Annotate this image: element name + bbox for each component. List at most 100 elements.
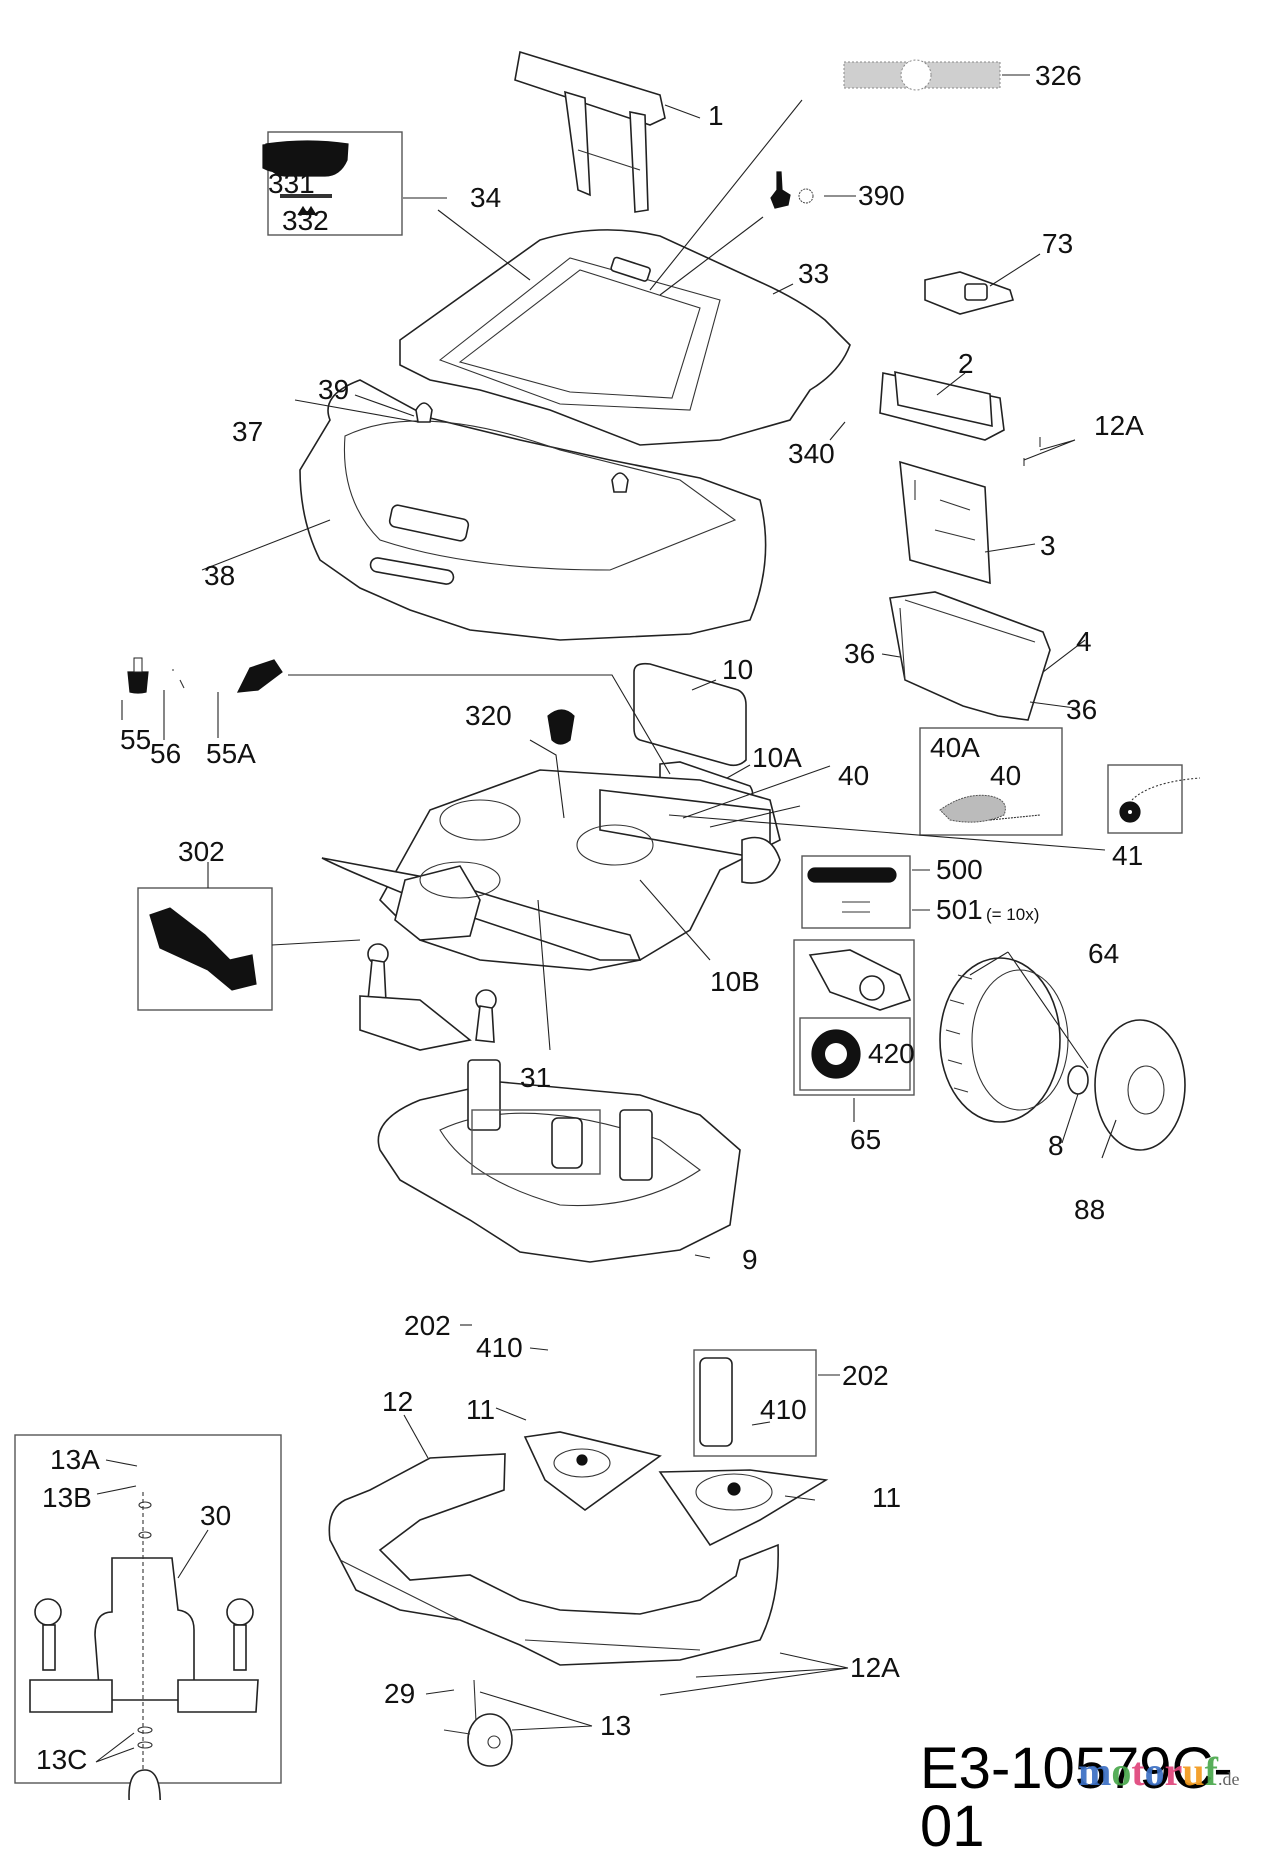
callout-37: 37 <box>232 416 264 447</box>
callout-340: 340 <box>788 438 835 469</box>
callout-73: 73 <box>1042 228 1074 259</box>
parts-diagram <box>14 50 1201 1800</box>
part-55-knob <box>127 657 149 694</box>
part-55A-spring <box>236 659 283 693</box>
callout-64: 64 <box>1088 938 1120 969</box>
part-331-332-display <box>262 140 349 216</box>
part-40-net <box>939 794 1041 823</box>
callout-8: 8 <box>1048 1130 1064 1161</box>
callout-500: 500 <box>936 854 983 885</box>
part-56-pin <box>172 669 185 689</box>
callout-302: 302 <box>178 836 225 867</box>
watermark-letter: u <box>1182 1749 1205 1794</box>
callout-2: 2 <box>958 348 974 379</box>
watermark-letter: f <box>1204 1749 1218 1794</box>
part-12A-screws-upper <box>1023 437 1041 466</box>
callout-11-left: 11 <box>466 1394 496 1425</box>
part-2-cover <box>879 370 1005 441</box>
part-326-label <box>843 59 1001 91</box>
part-12-bumper <box>328 1453 779 1666</box>
callout-320: 320 <box>465 700 512 731</box>
callout-11-right: 11 <box>872 1482 902 1513</box>
part-500-pin <box>807 867 897 883</box>
kit-box-plug <box>1107 764 1183 834</box>
watermark-logo: motoruf.de <box>1078 1752 1240 1799</box>
kit-box-202-left <box>471 1109 601 1175</box>
part-410-motor-right <box>699 1357 733 1447</box>
callout-13A: 13A <box>50 1444 100 1475</box>
part-13-caster-wheel <box>443 1679 513 1767</box>
watermark-letter: o <box>1111 1749 1132 1794</box>
part-11-blade-right <box>658 1469 829 1547</box>
callout-3: 3 <box>1040 530 1056 561</box>
callout-55A: 55A <box>206 738 256 769</box>
callout-41: 41 <box>1112 840 1144 871</box>
part-8-hub <box>1067 1065 1089 1095</box>
callout-1: 1 <box>708 100 724 131</box>
part-420-gasket <box>811 1029 861 1079</box>
callout-12A-lower: 12A <box>850 1652 900 1683</box>
callout-4: 4 <box>1076 626 1092 657</box>
part-10-battery <box>633 662 747 767</box>
part-33-top-cover <box>399 229 851 446</box>
callout-40-net: 40 <box>990 760 1022 791</box>
callout-13: 13 <box>600 1710 632 1741</box>
part-1-handle <box>514 50 666 213</box>
part-3-board <box>899 460 991 585</box>
kit-box-202-right <box>693 1349 817 1457</box>
callout-36-right: 36 <box>1066 694 1098 725</box>
kit-box-40 <box>919 727 1063 836</box>
part-320-cap <box>547 709 575 745</box>
callout-10: 10 <box>722 654 754 685</box>
callout-55: 55 <box>120 724 152 755</box>
kit-box-500-501 <box>801 855 911 929</box>
callout-33: 33 <box>798 258 830 289</box>
callout-410-left: 410 <box>476 1332 523 1363</box>
callout-332: 332 <box>282 205 329 236</box>
part-88-wheel-cap <box>1094 1019 1186 1151</box>
callout-40A: 40A <box>930 732 980 763</box>
callout-65: 65 <box>850 1124 882 1155</box>
watermark-letter: m <box>1078 1749 1112 1794</box>
part-302-sensor <box>149 907 257 991</box>
callout-36-left: 36 <box>844 638 876 669</box>
watermark-letter: r <box>1164 1749 1183 1794</box>
callout-326: 326 <box>1035 60 1082 91</box>
part-65-drive-motor <box>808 949 912 1011</box>
callout-39: 39 <box>318 374 350 405</box>
part-9-motor-plate <box>377 1059 741 1263</box>
callout-501: 501 <box>936 894 983 925</box>
callout-29: 29 <box>384 1678 416 1709</box>
part-410-motor-left <box>551 1117 583 1169</box>
callout-31: 31 <box>520 1062 552 1093</box>
part-501-clips <box>842 901 870 913</box>
callout-390: 390 <box>858 180 905 211</box>
callout-56: 56 <box>150 738 182 769</box>
part-30-caster-assembly <box>29 1492 259 1800</box>
part-11-blade-left <box>523 1431 662 1511</box>
callout-202-right: 202 <box>842 1360 889 1391</box>
callout-40-chassis: 40 <box>838 760 870 791</box>
part-37-lower-cover <box>299 379 767 641</box>
callout-9: 9 <box>742 1244 758 1275</box>
callout-331: 331 <box>268 168 315 199</box>
part-64-wheel <box>939 957 1069 1123</box>
kit-box-420 <box>799 1017 911 1091</box>
callout-420: 420 <box>868 1038 915 1069</box>
kit-box-65 <box>793 939 915 1096</box>
callout-34: 34 <box>470 182 502 213</box>
quantity-note-501: (= 10x) <box>986 905 1040 924</box>
part-plug <box>1119 777 1201 823</box>
watermark-tld: .de <box>1218 1769 1240 1789</box>
callout-202-left: 202 <box>404 1310 451 1341</box>
callout-10A: 10A <box>752 742 802 773</box>
callout-13B: 13B <box>42 1482 92 1513</box>
part-31-chassis <box>321 769 781 1051</box>
watermark-letter: t <box>1131 1749 1145 1794</box>
part-73-switch <box>924 271 1015 315</box>
part-390-screw <box>770 171 814 209</box>
part-4-battery-housing <box>889 591 1051 721</box>
callout-12: 12 <box>382 1386 414 1417</box>
callout-12A-upper: 12A <box>1094 410 1144 441</box>
leader-lines <box>95 74 1117 1763</box>
